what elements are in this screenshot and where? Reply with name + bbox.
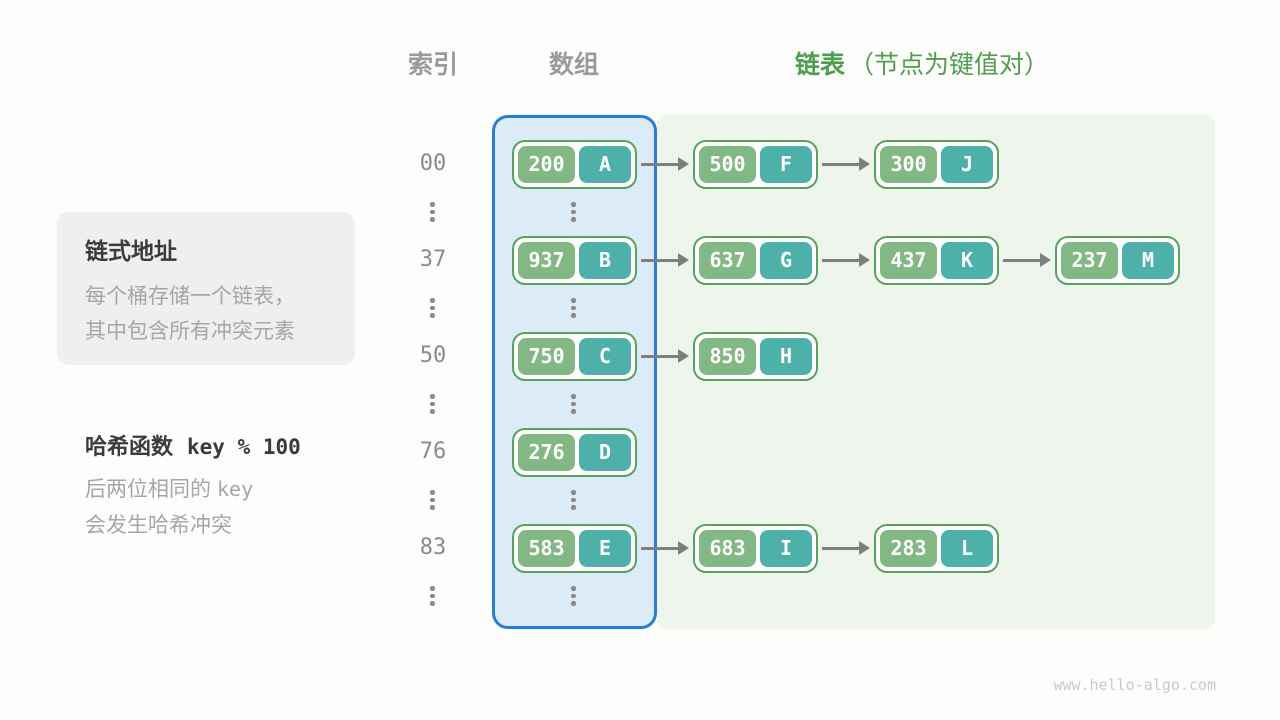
hash-function-formula: key % 100	[187, 435, 301, 459]
list-column-header-note: （节点为键值对）	[849, 51, 1050, 79]
next-pointer-arrow	[1003, 252, 1051, 268]
node-key: 937	[518, 241, 575, 279]
node-key: 683	[699, 529, 756, 567]
node-key: 750	[518, 337, 575, 375]
node-value: B	[579, 241, 631, 279]
node-value: L	[941, 529, 993, 567]
ellipsis-dots	[430, 490, 435, 510]
ellipsis-dots	[430, 298, 435, 318]
bucket-index-label: 00	[419, 151, 447, 176]
node-value: A	[579, 145, 631, 183]
node-value: C	[579, 337, 631, 375]
node-value: H	[760, 337, 812, 375]
bucket-index-label: 76	[419, 439, 447, 464]
node-key: 276	[518, 433, 575, 471]
chaining-info-box: 链式地址 每个桶存储一个链表， 其中包含所有冲突元素	[57, 212, 355, 365]
info-box-title: 链式地址	[85, 238, 177, 264]
node-value: M	[1122, 241, 1174, 279]
ellipsis-dots	[430, 586, 435, 606]
next-pointer-arrow	[641, 540, 689, 556]
node-key: 583	[518, 529, 575, 567]
node-value: E	[579, 529, 631, 567]
info-box-text: 每个桶存储一个链表， 其中包含所有冲突元素	[85, 285, 295, 343]
ellipsis-dots	[430, 394, 435, 414]
next-pointer-arrow	[822, 540, 870, 556]
node-key: 437	[880, 241, 937, 279]
node-key: 500	[699, 145, 756, 183]
watermark: www.hello-algo.com	[1053, 676, 1216, 694]
list-column-header: 链表（节点为键值对）	[795, 48, 1225, 82]
ellipsis-dots	[571, 202, 576, 222]
node-value: F	[760, 145, 812, 183]
next-pointer-arrow	[641, 348, 689, 364]
ellipsis-dots	[430, 202, 435, 222]
next-pointer-arrow	[822, 252, 870, 268]
ellipsis-dots	[571, 298, 576, 318]
index-column-header: 索引	[407, 51, 458, 79]
node-key: 637	[699, 241, 756, 279]
node-value: J	[941, 145, 993, 183]
next-pointer-arrow	[641, 156, 689, 172]
node-key: 300	[880, 145, 937, 183]
node-key: 200	[518, 145, 575, 183]
node-key: 283	[880, 529, 937, 567]
ellipsis-dots	[571, 394, 576, 414]
bucket-index-label: 83	[419, 535, 447, 560]
node-value: I	[760, 529, 812, 567]
next-pointer-arrow	[822, 156, 870, 172]
node-value: K	[941, 241, 993, 279]
node-value: G	[760, 241, 812, 279]
bucket-index-label: 50	[419, 343, 447, 368]
bucket-index-label: 37	[419, 247, 447, 272]
node-key: 237	[1061, 241, 1118, 279]
next-pointer-arrow	[641, 252, 689, 268]
ellipsis-dots	[571, 586, 576, 606]
ellipsis-dots	[571, 490, 576, 510]
node-key: 850	[699, 337, 756, 375]
node-value: D	[579, 433, 631, 471]
list-column-header-label: 链表	[795, 51, 846, 79]
array-column-header: 数组	[548, 51, 599, 79]
